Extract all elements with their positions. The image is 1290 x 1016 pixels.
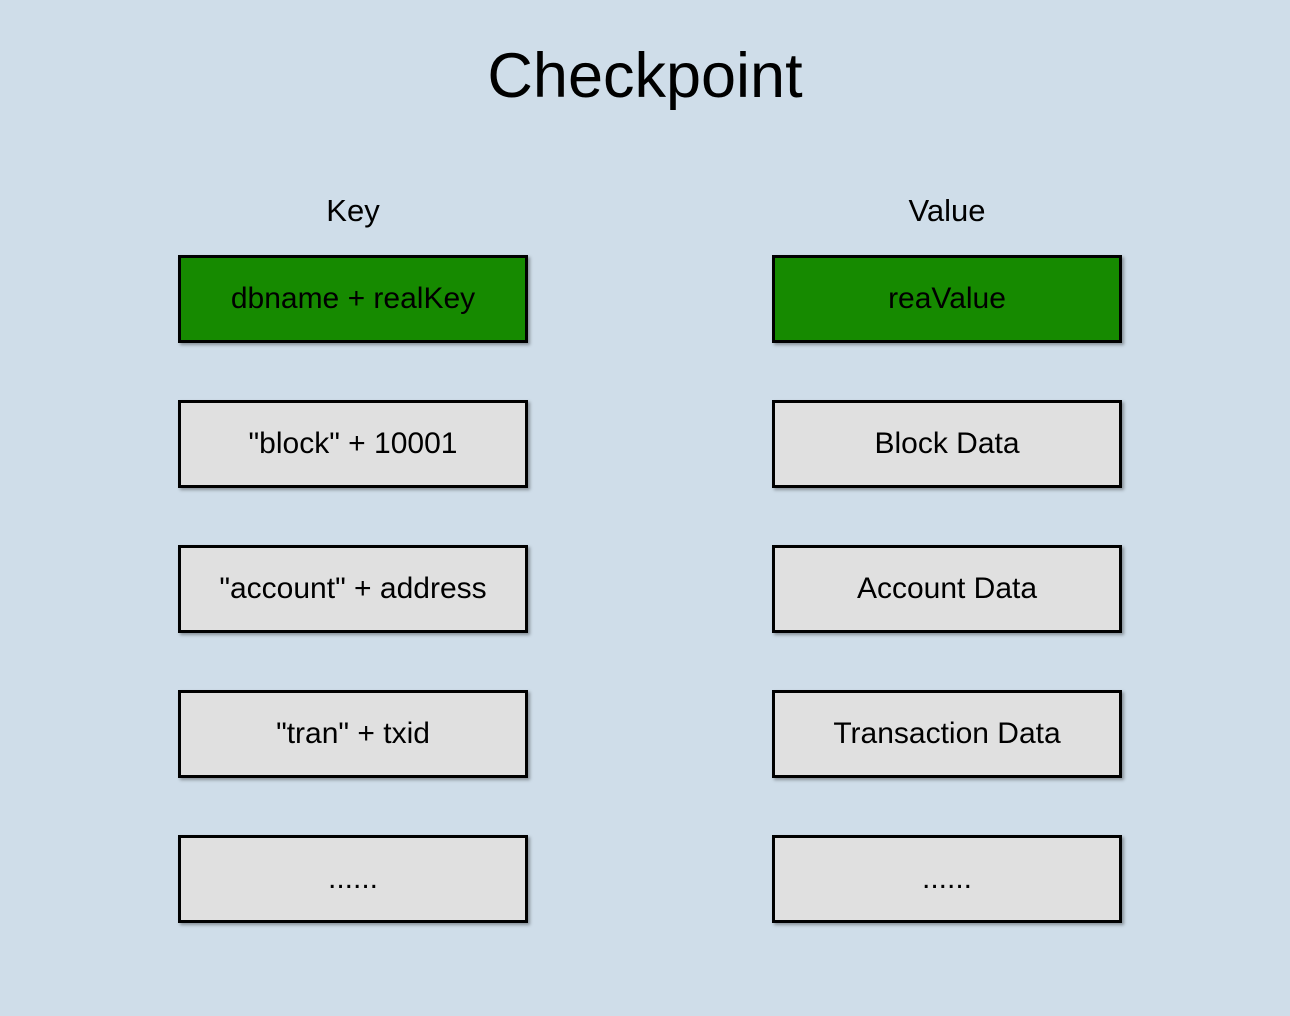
diagram-title: Checkpoint [487, 41, 803, 111]
value-cell-ellipsis: ...... [772, 835, 1122, 923]
value-cell-account: Account Data [772, 545, 1122, 633]
key-cell-ellipsis: ...... [178, 835, 528, 923]
value-column: Value reaValue Block Data Account Data T… [772, 190, 1122, 980]
key-column-header: Key [326, 193, 380, 228]
key-column: Key dbname + realKey "block" + 10001 "ac… [178, 190, 528, 980]
value-column-header: Value [908, 193, 986, 228]
value-cell-transaction: Transaction Data [772, 690, 1122, 778]
value-cell-block: Block Data [772, 400, 1122, 488]
key-cell-schema: dbname + realKey [178, 255, 528, 343]
key-cell-account: "account" + address [178, 545, 528, 633]
key-cell-transaction: "tran" + txid [178, 690, 528, 778]
key-cell-block: "block" + 10001 [178, 400, 528, 488]
value-cell-schema: reaValue [772, 255, 1122, 343]
